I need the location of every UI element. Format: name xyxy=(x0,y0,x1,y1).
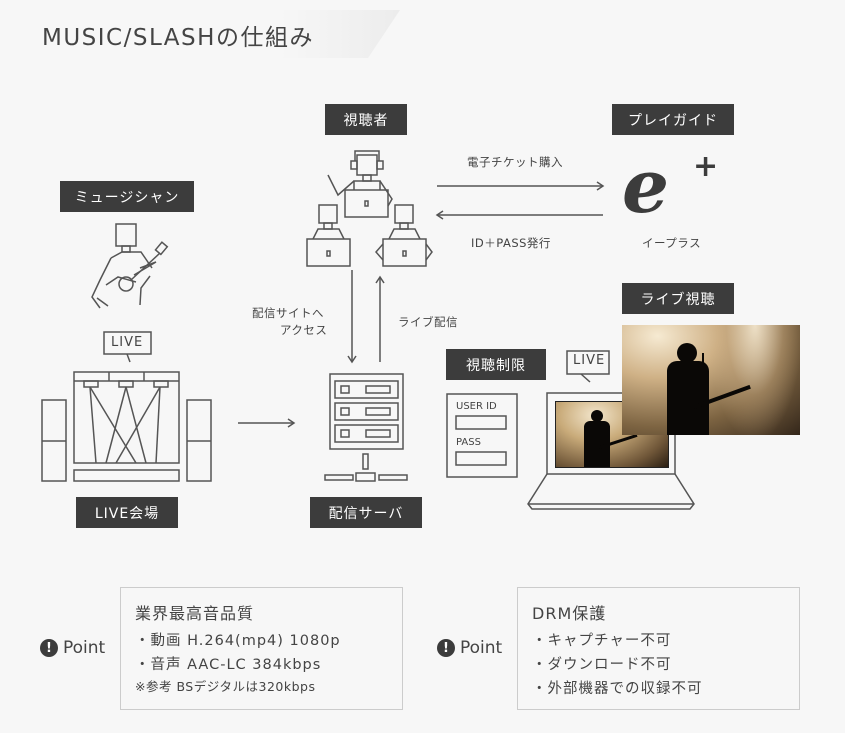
login-form-icon xyxy=(446,393,518,478)
info-heading: 業界最高音品質 xyxy=(135,604,255,623)
caption-access-line1: 配信サイトへ xyxy=(252,306,324,320)
label-server: 配信サーバ xyxy=(310,497,422,528)
label-viewer: 視聴者 xyxy=(325,104,407,135)
info-line: ・音声 AAC-LC 384kbps xyxy=(135,657,322,673)
mic-stand xyxy=(702,353,704,367)
label-live-view: ライブ視聴 xyxy=(622,283,734,314)
arrow-venue-server xyxy=(238,418,296,428)
point-badge-2: ! Point xyxy=(437,638,502,658)
point-label: Point xyxy=(460,638,503,658)
pass-label: PASS xyxy=(456,437,481,448)
laptop-live-bubble: LIVE xyxy=(573,353,606,368)
title-band xyxy=(0,10,400,58)
info-box-quality: 業界最高音品質 ・動画 H.264(mp4) 1080p ・音声 AAC-LC … xyxy=(120,587,403,710)
page-title: MUSIC/SLASHの仕組み xyxy=(42,25,314,51)
label-playguide: プレイガイド xyxy=(612,104,734,135)
point-label: Point xyxy=(63,638,106,658)
eplus-caption: イープラス xyxy=(642,236,702,250)
eplus-logo-icon: e xyxy=(622,144,670,230)
info-box-drm: DRM保護 ・キャプチャー不可 ・ダウンロード不可 ・外部機器での収録不可 xyxy=(517,587,800,710)
label-live-venue: LIVE会場 xyxy=(76,497,178,528)
exclamation-icon: ! xyxy=(437,639,455,657)
point-badge-1: ! Point xyxy=(40,638,105,658)
venue-stage-icon xyxy=(41,331,212,482)
arrow-id-pass xyxy=(435,210,603,220)
silhouette-head xyxy=(591,410,603,422)
caption-id-pass: ID＋PASS発行 xyxy=(471,236,551,250)
spotlight xyxy=(710,325,800,435)
info-line: ・ダウンロード不可 xyxy=(532,657,672,673)
info-line: ・キャプチャー不可 xyxy=(532,633,672,649)
info-heading: DRM保護 xyxy=(532,604,607,623)
caption-live-stream: ライブ配信 xyxy=(398,315,458,329)
caption-access-line2: アクセス xyxy=(280,323,328,337)
musician-icon xyxy=(91,223,169,309)
live-view-photo xyxy=(622,325,800,435)
exclamation-icon: ! xyxy=(40,639,58,657)
silhouette-body xyxy=(667,361,709,435)
info-line: ・動画 H.264(mp4) 1080p xyxy=(135,633,341,649)
label-restriction: 視聴制限 xyxy=(446,349,546,380)
eplus-plus-icon: + xyxy=(693,149,719,184)
arrow-stream-up xyxy=(375,275,385,362)
user-id-label: USER ID xyxy=(456,401,497,412)
venue-live-bubble: LIVE xyxy=(111,335,144,350)
arrow-access-down xyxy=(347,270,357,364)
info-note: ※参考 BSデジタルは320kbps xyxy=(135,679,316,694)
server-icon xyxy=(324,373,408,482)
caption-ticket-purchase: 電子チケット購入 xyxy=(467,155,563,169)
arrow-ticket-purchase xyxy=(437,181,605,191)
viewers-icon xyxy=(306,150,433,267)
silhouette-head xyxy=(677,343,697,363)
label-musician: ミュージシャン xyxy=(60,181,194,212)
info-line: ・外部機器での収録不可 xyxy=(532,681,703,697)
